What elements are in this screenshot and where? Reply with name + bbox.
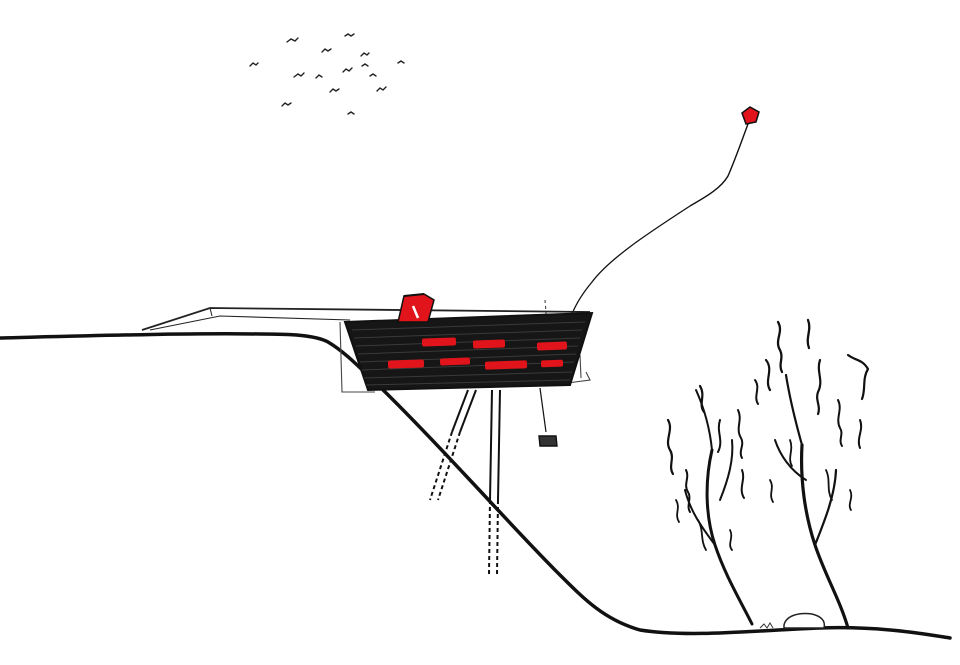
support-stilts	[429, 389, 501, 576]
hanging-seat	[538, 387, 558, 447]
house-body	[343, 311, 594, 392]
bird-flock-icon	[249, 33, 405, 115]
kite-icon	[571, 106, 760, 315]
landscape-line	[0, 332, 952, 640]
red-chimney	[397, 293, 435, 323]
rock-icon	[759, 612, 826, 629]
red-window-lights	[387, 337, 568, 370]
bare-tree-icon	[666, 318, 870, 630]
walkway	[141, 307, 591, 331]
